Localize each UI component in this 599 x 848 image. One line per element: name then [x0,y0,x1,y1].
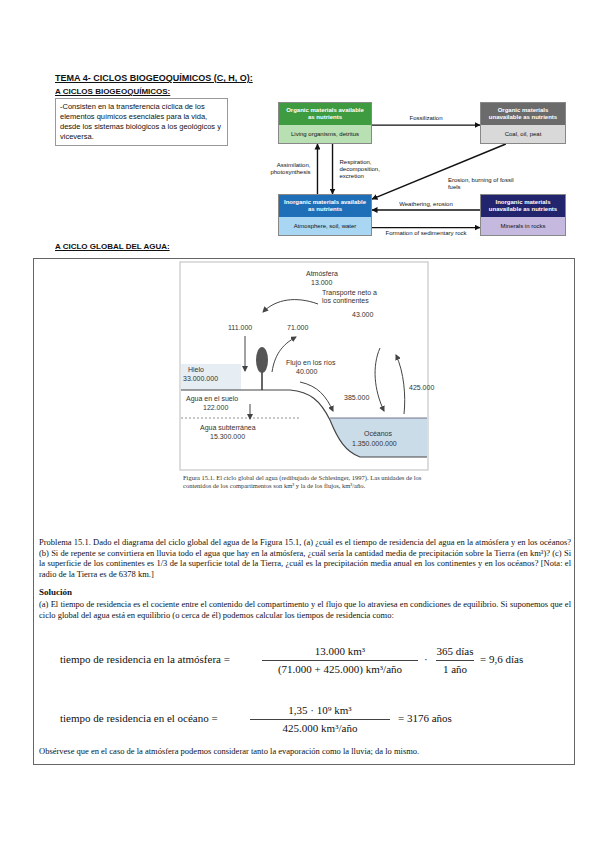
formula-text: = 3176 años [398,712,452,725]
arrow-label: Weathering, erosion [398,201,454,208]
fraction-bar [262,660,418,661]
formula-text: tiempo de residencia en el océano = [60,712,218,725]
cycle-box: Organic materials unavailable as nutrien… [480,102,566,144]
figure-label: 40.000 [296,368,317,376]
box-header: Organic materials available as nutrients [279,103,371,125]
figure-label: Océanos [364,430,392,438]
river-arrow [300,382,333,411]
figure-caption: Figura 15.1. El ciclo global del agua (r… [183,474,426,490]
figure-label: 111.000 [228,324,252,332]
fraction-bar [250,719,390,720]
arrow-label: Formation of sedimentary rock [384,230,467,237]
sea-surface [330,418,427,419]
cycle-arrow [372,227,480,228]
figure-label: 15.300.000 [210,433,245,441]
cycle-box: Inorganic materials unavailable as nutri… [480,194,566,236]
box-body: Minerals in rocks [481,217,565,235]
figure-label: 385.000 [344,394,369,402]
formula-text: 1,35 · 10⁹ km³ [288,704,351,717]
figure-label: Hielo [188,366,204,374]
infiltration-arrow [250,404,251,419]
content-panel: Problema 15.1. Dado el diagrama del cicl… [33,258,575,765]
section-heading: A CICLOS BIOGEOQUÍMICOS: [55,87,170,96]
formula-text: (71.000 + 425.000) km³/año [278,663,402,676]
figure-label: Atmósfera [306,270,338,278]
figure-label: 425.000 [409,384,434,392]
cycle-arrow [372,124,480,125]
section-heading: A CICLO GLOBAL DEL AGUA: [55,242,170,251]
doc-title: TEMA 4- CICLOS BIOGEOQUÍMICOS (C, H, O): [55,73,253,83]
box-body: Coal, oil, peat [481,125,565,143]
fraction-bar [436,660,474,661]
cycle-arrow [372,209,480,210]
figure-label: 33.000.000 [183,375,218,383]
precip-ocean-arrow [375,348,384,411]
figure-label: Agua subterránea [200,424,256,432]
evap-land-arrow [272,337,296,372]
paragraph: Problema 15.1. Dado el diagrama del cicl… [39,537,571,579]
text-box: -Consisten en la transferencia cíclica d… [55,98,228,146]
tree-crown [256,347,268,373]
figure-label: 1.350.000.000 [352,440,397,448]
formula-text: 13.000 km³ [315,645,365,658]
formula-text: · [424,653,428,666]
box-text: -Consisten en la transferencia cíclica d… [60,102,223,142]
evap-ocean-arrow [396,355,405,414]
ice-band [181,364,241,390]
arrow-label: Respiration, decomposition, excretion [339,159,393,180]
ground-profile [181,390,427,457]
formula-text: = 9,6 días [480,653,523,666]
formula-text: 425.000 km³/año [283,722,358,735]
box-header: Inorganic materials available as nutrien… [279,195,371,217]
paragraph: Obsérvese que en el caso de la atmósfera… [39,746,571,757]
box-body: Atmosphere, soil, water [279,217,371,235]
paragraph: Solución [39,587,139,598]
figure-label: 13.000 [311,279,332,287]
precip-land-arrow [245,336,246,371]
figure-label: Transporte neto a los continentes [322,289,386,305]
cycle-arrow [317,144,318,194]
formula-text: 365 días [437,645,474,658]
ocean-fill [330,418,427,457]
paragraph: (a) El tiempo de residencia es el cocien… [39,599,571,620]
arrow-label: Assimilation, photosynthesis [259,162,311,176]
figure-label: 122.000 [203,404,228,412]
groundwater-line [181,418,300,419]
formula-text: 1 año [443,663,467,676]
formula-text: tiempo de residencia en la atmósfera = [60,653,230,666]
figure-label: Agua en el suelo [186,395,238,403]
transport-arrow [263,300,318,312]
cycle-box: Inorganic materials available as nutrien… [278,194,372,236]
cycle-arrow [332,144,333,194]
figure-label: 71.000 [287,324,308,332]
box-header: Inorganic materials unavailable as nutri… [481,195,565,217]
arrow-label: Erosion, burning of fossil fuels [447,177,519,191]
figure-label: 43.000 [352,311,373,319]
box-body: Living organisms, detritus [279,125,371,143]
arrow-label: Fossilization [408,115,443,122]
cycle-box: Organic materials available as nutrients… [278,102,372,144]
figure-label: Flujo en los ríos [286,359,335,367]
box-header: Organic materials unavailable as nutrien… [481,103,565,125]
figure-frame [180,262,428,470]
